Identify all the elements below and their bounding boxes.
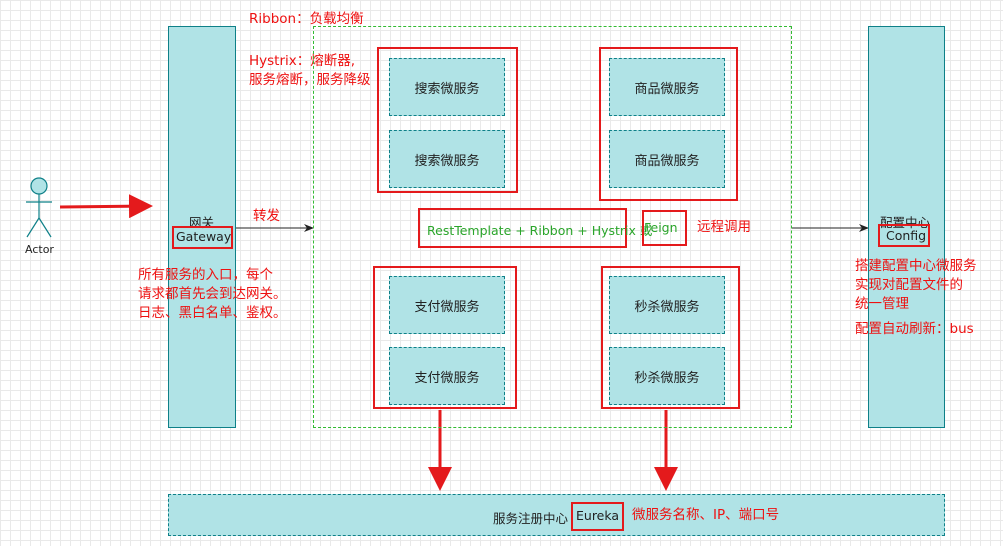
actor-to-gateway-arrow <box>59 194 153 219</box>
ribbon-note: Ribbon：负载均衡 <box>249 11 364 27</box>
eureka-highlight <box>571 502 624 531</box>
payment-service-1: 支付微服务 <box>389 276 505 334</box>
feign-highlight <box>642 210 687 246</box>
gateway-note-1: 所有服务的入口，每个 <box>138 267 273 283</box>
rpc-highlight <box>418 208 627 248</box>
feign-text: Feign <box>644 220 678 235</box>
search-group <box>377 47 518 193</box>
product-service-2: 商品微服务 <box>609 130 725 188</box>
config-refresh-note: 配置自动刷新：bus <box>855 321 974 337</box>
config-box <box>868 26 945 428</box>
search-service-2: 搜索微服务 <box>389 130 505 188</box>
rpc-note: 远程调用 <box>697 219 751 235</box>
gateway-highlight <box>172 226 233 249</box>
product-service-1: 商品微服务 <box>609 58 725 116</box>
services-container <box>313 26 792 428</box>
config-title: 配置中心 <box>880 215 931 230</box>
config-note-1: 搭建配置中心微服务 <box>855 258 977 274</box>
gateway-name: Gateway <box>176 229 232 244</box>
registry-name: Eureka <box>576 508 620 523</box>
forward-label: 转发 <box>253 208 280 224</box>
config-highlight <box>878 224 930 247</box>
registry-note: 微服务名称、IP、端口号 <box>632 507 780 523</box>
gateway-note-3: 日志、黑白名单、鉴权。 <box>138 305 287 321</box>
config-note-2: 实现对配置文件的 <box>855 277 963 293</box>
actor-label: Actor <box>25 243 54 256</box>
config-name: Config <box>886 228 927 243</box>
registry-bar <box>168 494 945 536</box>
search-service-1: 搜索微服务 <box>389 58 505 116</box>
rpc-text: RestTemplate + Ribbon + Hystrix 或 <box>427 223 653 238</box>
payment-group <box>373 266 517 409</box>
config-note-3: 统一管理 <box>855 296 909 312</box>
actor-figure <box>26 177 52 238</box>
registry-label: 服务注册中心 <box>493 511 569 526</box>
payment-service-2: 支付微服务 <box>389 347 505 405</box>
hystrix-note-2: 服务熔断，服务降级 <box>249 72 371 88</box>
seckill-group <box>601 266 740 409</box>
product-group <box>599 47 738 201</box>
gateway-note-2: 请求都首先会到达网关。 <box>138 286 287 302</box>
hystrix-note-1: Hystrix：熔断器, <box>249 53 356 69</box>
seckill-service-2: 秒杀微服务 <box>609 347 725 405</box>
seckill-service-1: 秒杀微服务 <box>609 276 725 334</box>
